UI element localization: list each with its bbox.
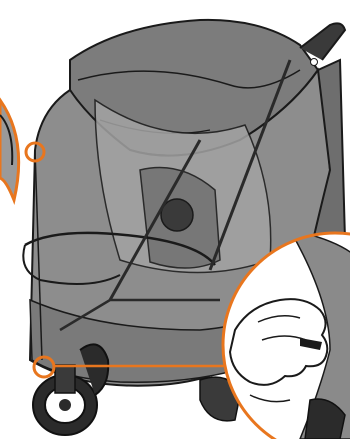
front-wheel-axle: [59, 399, 71, 411]
front-wheel-fork: [55, 365, 75, 393]
left-callout-arc: [0, 100, 19, 200]
left-zoom-callout: [0, 100, 19, 200]
handle-hinge-icon: [311, 59, 318, 66]
